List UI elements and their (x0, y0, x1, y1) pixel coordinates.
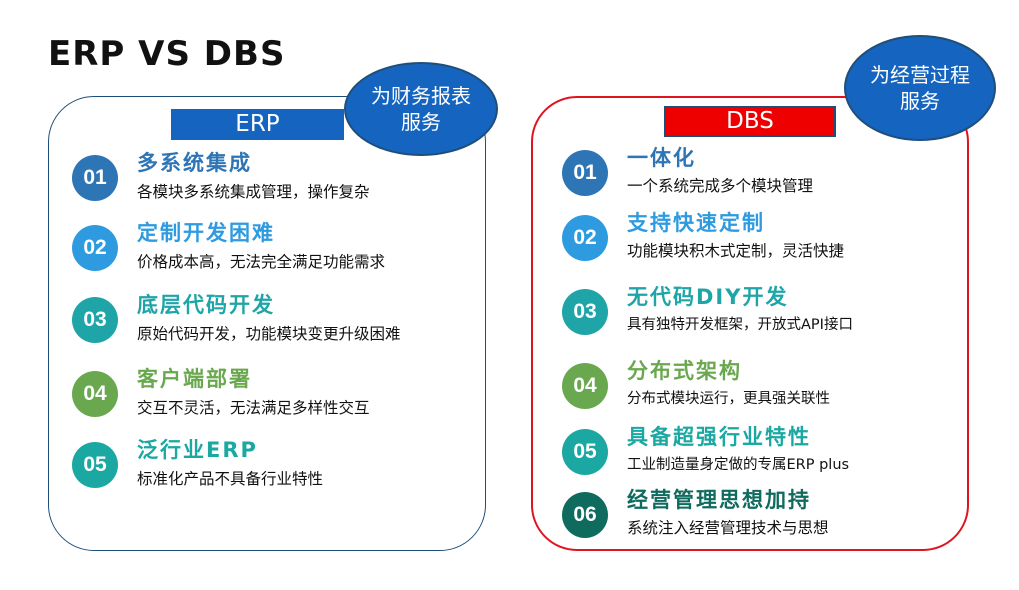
dbs-item-title: 分布式架构 (627, 359, 742, 383)
dbs-item-number: 06 (562, 492, 608, 538)
erp-item-title: 底层代码开发 (137, 293, 275, 317)
erp-item-desc: 各模块多系统集成管理，操作复杂 (137, 183, 370, 201)
erp-item-desc: 标准化产品不具备行业特性 (137, 470, 324, 488)
erp-panel (48, 96, 486, 551)
erp-item-title: 泛行业ERP (137, 438, 258, 462)
dbs-bubble-text: 为经营过程服务 (870, 63, 970, 113)
dbs-bubble: 为经营过程服务 (844, 35, 996, 141)
dbs-item-number: 04 (562, 363, 608, 409)
dbs-item-desc: 系统注入经营管理技术与思想 (627, 519, 829, 537)
dbs-item-title: 具备超强行业特性 (627, 425, 811, 449)
dbs-tag: DBS (664, 106, 836, 137)
dbs-item-title: 支持快速定制 (627, 211, 765, 235)
dbs-item-desc: 工业制造量身定做的专属ERP plus (627, 457, 850, 473)
dbs-item-title: 无代码DIY开发 (627, 285, 789, 309)
erp-bubble: 为财务报表服务 (344, 62, 498, 156)
dbs-item-desc: 功能模块积木式定制，灵活快捷 (627, 242, 845, 260)
page-title: ERP VS DBS (48, 34, 286, 74)
dbs-item-desc: 分布式模块运行，更具强关联性 (627, 391, 830, 407)
dbs-item-title: 经营管理思想加持 (627, 488, 811, 512)
erp-item-desc: 交互不灵活，无法满足多样性交互 (137, 399, 370, 417)
dbs-item-number: 01 (562, 150, 608, 196)
erp-item-title: 客户端部署 (137, 367, 252, 391)
erp-item-number: 05 (72, 442, 118, 488)
erp-bubble-text: 为财务报表服务 (371, 84, 471, 134)
dbs-item-number: 05 (562, 429, 608, 475)
erp-item-number: 02 (72, 225, 118, 271)
erp-item-title: 定制开发困难 (137, 221, 275, 245)
erp-item-desc: 价格成本高，无法完全满足功能需求 (137, 253, 386, 271)
dbs-item-desc: 具有独特开发框架，开放式API接口 (627, 317, 853, 333)
erp-item-title: 多系统集成 (137, 151, 252, 175)
dbs-item-title: 一体化 (627, 146, 696, 170)
dbs-item-number: 03 (562, 289, 608, 335)
erp-item-number: 01 (72, 155, 118, 201)
erp-item-desc: 原始代码开发，功能模块变更升级困难 (137, 325, 401, 343)
erp-item-number: 03 (72, 297, 118, 343)
dbs-item-desc: 一个系统完成多个模块管理 (627, 177, 814, 195)
erp-tag: ERP (171, 109, 344, 140)
erp-item-number: 04 (72, 371, 118, 417)
dbs-item-number: 02 (562, 215, 608, 261)
